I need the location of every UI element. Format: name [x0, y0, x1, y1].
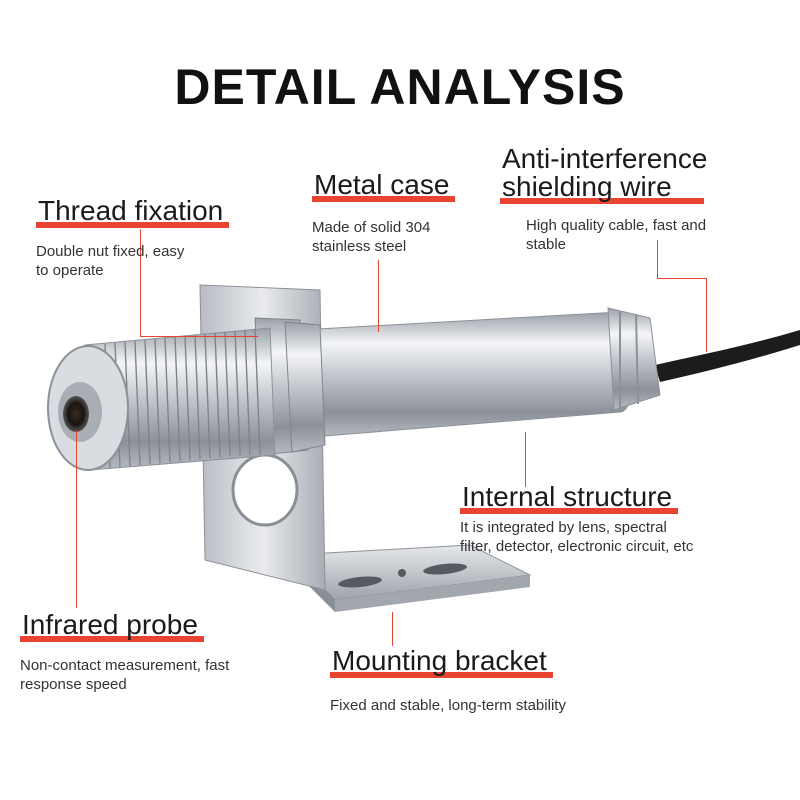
leader-shield-h — [657, 278, 707, 279]
callout-heading: Metal case — [312, 170, 456, 202]
callout-description: High quality cable, fast and stable — [526, 217, 707, 253]
leader-metal — [378, 260, 379, 332]
leader-thread-h — [140, 336, 258, 337]
leader-bracket — [392, 612, 393, 646]
callout-heading: Internal structure — [460, 482, 679, 514]
callout-heading-line-1: Anti-interference — [502, 143, 708, 174]
callout-description: It is integrated by lens, spectral filte… — [460, 519, 694, 555]
cable-gland — [607, 307, 661, 411]
callout-heading: Thread fixation — [36, 196, 230, 228]
leader-shield — [706, 278, 707, 352]
cable — [655, 330, 800, 382]
callout-mounting-bracket: Mounting bracket Fixed and stable, long-… — [330, 646, 566, 715]
callout-description: Fixed and stable, long-term stability — [330, 697, 566, 714]
callout-heading-line-2: shielding wire — [500, 172, 704, 204]
callout-infrared-probe: Infrared probe Non-contact measurement, … — [20, 610, 229, 694]
leader-shield-v1 — [657, 240, 658, 278]
callout-thread-fixation: Thread fixation Double nut fixed, easy t… — [36, 196, 230, 280]
callout-description: Non-contact measurement, fast response s… — [20, 657, 230, 693]
callout-shielding-wire: Anti-interference shielding wire High qu… — [500, 144, 713, 254]
callout-internal-structure: Internal structure It is integrated by l… — [460, 482, 693, 556]
page-title: DETAIL ANALYSIS — [174, 59, 626, 115]
metal-case — [299, 311, 636, 439]
callout-description: Double nut fixed, easy to operate — [36, 243, 185, 279]
leader-internal — [525, 432, 526, 487]
callout-heading: Mounting bracket — [330, 646, 553, 678]
leader-thread — [140, 229, 141, 337]
lens — [63, 396, 89, 432]
callout-metal-case: Metal case Made of solid 304 stainless s… — [312, 170, 456, 256]
callout-description: Made of solid 304 stainless steel — [312, 219, 431, 255]
callout-heading: Infrared probe — [20, 610, 204, 642]
leader-probe — [76, 430, 77, 608]
